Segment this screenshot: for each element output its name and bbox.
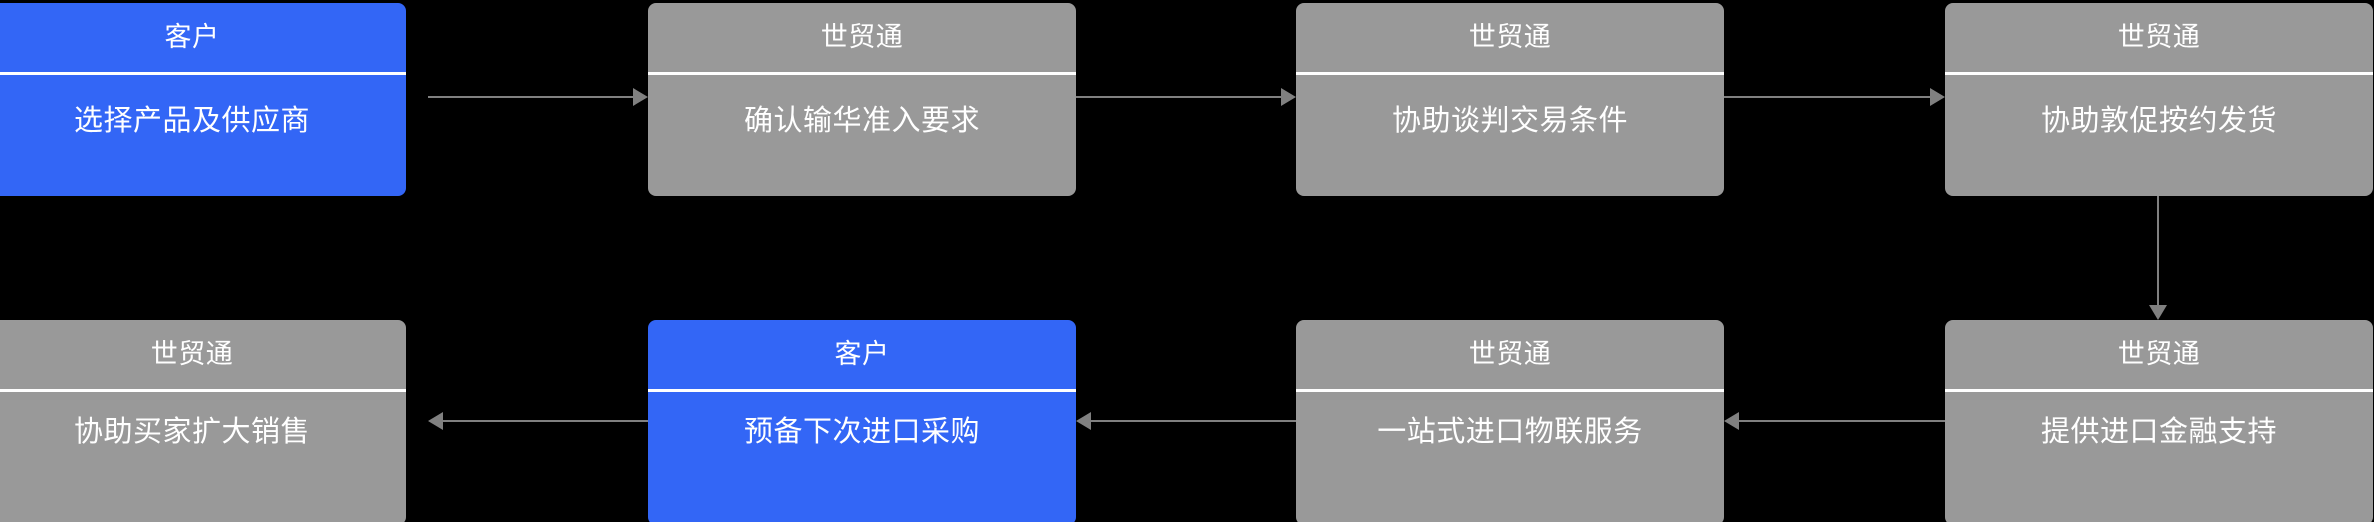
flow-node-n4[interactable]: 世贸通 协助敦促按约发货 <box>1945 3 2373 196</box>
flow-node-n6[interactable]: 世贸通 一站式进口物联服务 <box>1296 320 1724 522</box>
flow-edge-n7-n8-arrowhead-left-icon <box>428 412 443 430</box>
flow-edge-n4-n5-arrowhead-down-icon <box>2149 305 2167 320</box>
flow-node-n6-role: 世贸通 <box>1468 339 1552 369</box>
flow-node-n7[interactable]: 客户 预备下次进口采购 <box>648 320 1076 522</box>
flow-node-n3-role: 世贸通 <box>1468 22 1552 52</box>
flow-edge-n5-n6-line <box>1739 420 1945 422</box>
flow-node-n8-role: 世贸通 <box>150 339 234 369</box>
flow-node-n4-divider <box>1945 72 2373 75</box>
flow-edge-n1-n2-line <box>428 96 633 98</box>
flow-node-n7-divider <box>648 389 1076 392</box>
flow-node-n3-divider <box>1296 72 1724 75</box>
flow-node-n6-divider <box>1296 389 1724 392</box>
flow-edge-n1-n2-arrowhead-right-icon <box>633 88 648 106</box>
flow-node-n2-action: 确认输华准入要求 <box>743 105 980 138</box>
flow-node-n7-role: 客户 <box>834 339 890 369</box>
flow-edge-n2-n3-arrowhead-right-icon <box>1281 88 1296 106</box>
flow-edge-n6-n7-line <box>1091 420 1296 422</box>
flow-node-n3-action: 协助谈判交易条件 <box>1391 105 1628 138</box>
flow-node-n4-role: 世贸通 <box>2117 22 2201 52</box>
flow-node-n1-divider <box>0 72 406 75</box>
flow-node-n8-action: 协助买家扩大销售 <box>73 416 310 449</box>
flow-node-n1[interactable]: 客户 选择产品及供应商 <box>0 3 406 196</box>
flow-node-n6-action: 一站式进口物联服务 <box>1377 416 1643 449</box>
flow-node-n5-role: 世贸通 <box>2117 339 2201 369</box>
flow-node-n1-role: 客户 <box>164 22 220 52</box>
flow-edge-n3-n4-arrowhead-right-icon <box>1930 88 1945 106</box>
flow-edge-n2-n3-line <box>1076 96 1281 98</box>
flow-node-n4-action: 协助敦促按约发货 <box>2040 105 2277 138</box>
flow-node-n5[interactable]: 世贸通 提供进口金融支持 <box>1945 320 2373 522</box>
flow-node-n5-action: 提供进口金融支持 <box>2040 416 2277 449</box>
flow-edge-n4-n5-line <box>2157 196 2159 307</box>
flow-node-n3[interactable]: 世贸通 协助谈判交易条件 <box>1296 3 1724 196</box>
flow-node-n8-divider <box>0 389 406 392</box>
flow-node-n7-action: 预备下次进口采购 <box>743 416 980 449</box>
flow-node-n2-role: 世贸通 <box>820 22 904 52</box>
flow-node-n1-action: 选择产品及供应商 <box>73 105 310 138</box>
flow-edge-n7-n8-line <box>443 420 648 422</box>
flow-node-n2-divider <box>648 72 1076 75</box>
flow-node-n8[interactable]: 世贸通 协助买家扩大销售 <box>0 320 406 522</box>
flow-edge-n5-n6-arrowhead-left-icon <box>1724 412 1739 430</box>
flow-node-n2[interactable]: 世贸通 确认输华准入要求 <box>648 3 1076 196</box>
flow-edge-n3-n4-line <box>1724 96 1930 98</box>
flow-node-n5-divider <box>1945 389 2373 392</box>
flow-edge-n6-n7-arrowhead-left-icon <box>1076 412 1091 430</box>
